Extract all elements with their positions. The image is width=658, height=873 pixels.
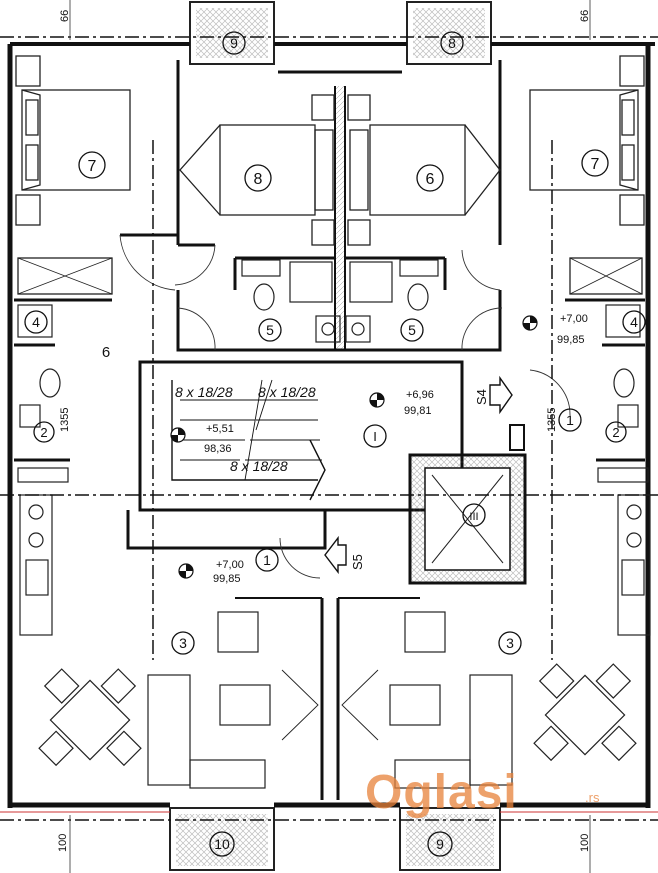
bed-room-8 xyxy=(179,94,335,246)
watermark-text: Oglasi xyxy=(365,766,518,819)
room-2-left: 2 xyxy=(40,425,47,440)
living-room-left xyxy=(38,611,319,789)
section-s4: S4 xyxy=(474,389,489,405)
room-labels xyxy=(24,31,646,857)
level-mid-elev: +5,51 xyxy=(206,423,234,435)
stair-flight-b: 8 x 18/28 xyxy=(258,384,316,400)
door-swings xyxy=(119,234,571,579)
central-walls xyxy=(235,597,420,800)
dim-bottom-right: 100 xyxy=(579,834,591,852)
room-2-right: 2 xyxy=(612,425,619,440)
stair-flight-c: 8 x 18/28 xyxy=(230,458,288,474)
balcony-top-right xyxy=(406,1,492,65)
outer-walls xyxy=(0,42,658,813)
elevator-shaft xyxy=(408,424,527,585)
section-marks: S4 S5 xyxy=(324,375,513,575)
level-markers: +7,00 99,85 +6,96 99,81 +5,51 98,36 +7,0… xyxy=(170,313,588,585)
dim-top-left: 66 xyxy=(59,10,71,22)
level-bottom-abs: 99,85 xyxy=(213,573,241,585)
wc-right xyxy=(597,304,649,483)
room-3-right: 3 xyxy=(506,635,514,651)
wc-left xyxy=(17,304,69,483)
dim-top-right: 66 xyxy=(579,10,591,22)
level-bottom-elev: +7,00 xyxy=(216,559,244,571)
section-s5: S5 xyxy=(350,554,365,570)
balcony-bottom-left xyxy=(169,807,275,871)
room-5-left: 5 xyxy=(266,322,274,338)
room-5-right: 5 xyxy=(408,322,416,338)
balcony-top-left xyxy=(189,1,275,65)
stair-flight-a: 8 x 18/28 xyxy=(175,384,233,400)
kitchen-right xyxy=(617,494,651,636)
bedroom-left xyxy=(15,55,131,295)
room-III: III xyxy=(469,511,478,523)
bathroom-5-right xyxy=(345,259,439,343)
room-7-left: 7 xyxy=(88,158,97,175)
room-9-bottom: 9 xyxy=(436,836,444,852)
level-top-right-elev: +7,00 xyxy=(560,313,588,325)
dim-bottom-left: 100 xyxy=(57,834,69,852)
bathroom-5-left xyxy=(241,259,341,343)
kitchen-left xyxy=(19,494,53,636)
room-I: I xyxy=(373,429,377,444)
dimension-texts: 66 66 1355 1355 100 100 xyxy=(57,10,591,852)
bedroom-right xyxy=(529,55,645,295)
level-landing-abs: 99,81 xyxy=(404,405,432,417)
room-6-left: 6 xyxy=(102,344,110,361)
level-landing-elev: +6,96 xyxy=(406,389,434,401)
room-4-left: 4 xyxy=(32,314,40,330)
watermark-logo: Oglasi .rs xyxy=(365,766,600,819)
room-8-mid: 8 xyxy=(254,171,263,188)
axis-lines xyxy=(0,36,658,821)
watermark-suffix: .rs xyxy=(585,790,600,805)
room-7-right: 7 xyxy=(591,156,600,173)
room-3-left: 3 xyxy=(179,635,187,651)
interior-walls xyxy=(14,60,645,462)
room-10-bottom: 10 xyxy=(214,836,230,852)
balcony-bottom-right xyxy=(399,807,501,871)
room-8-top: 8 xyxy=(448,35,456,51)
room-9-top: 9 xyxy=(230,35,238,51)
dimension-lines xyxy=(69,0,591,873)
level-mid-abs: 98,36 xyxy=(204,443,232,455)
staircase xyxy=(126,360,464,550)
room-1-mid: 1 xyxy=(263,552,271,568)
stair-labels: 8 x 18/28 8 x 18/28 8 x 18/28 xyxy=(175,384,316,474)
room-1-right: 1 xyxy=(566,412,574,428)
room-6-mid: 6 xyxy=(426,171,435,188)
dim-side-left: 1355 xyxy=(59,408,71,432)
dim-side-right: 1355 xyxy=(546,408,558,432)
level-top-right-abs: 99,85 xyxy=(557,334,585,346)
room-numbers: 9 8 7 8 6 7 4 4 5 5 6 2 2 1 1 I III 3 3 … xyxy=(32,35,638,852)
living-room-right xyxy=(341,611,637,789)
bed-room-6 xyxy=(347,94,501,246)
room-4-right: 4 xyxy=(630,314,638,330)
